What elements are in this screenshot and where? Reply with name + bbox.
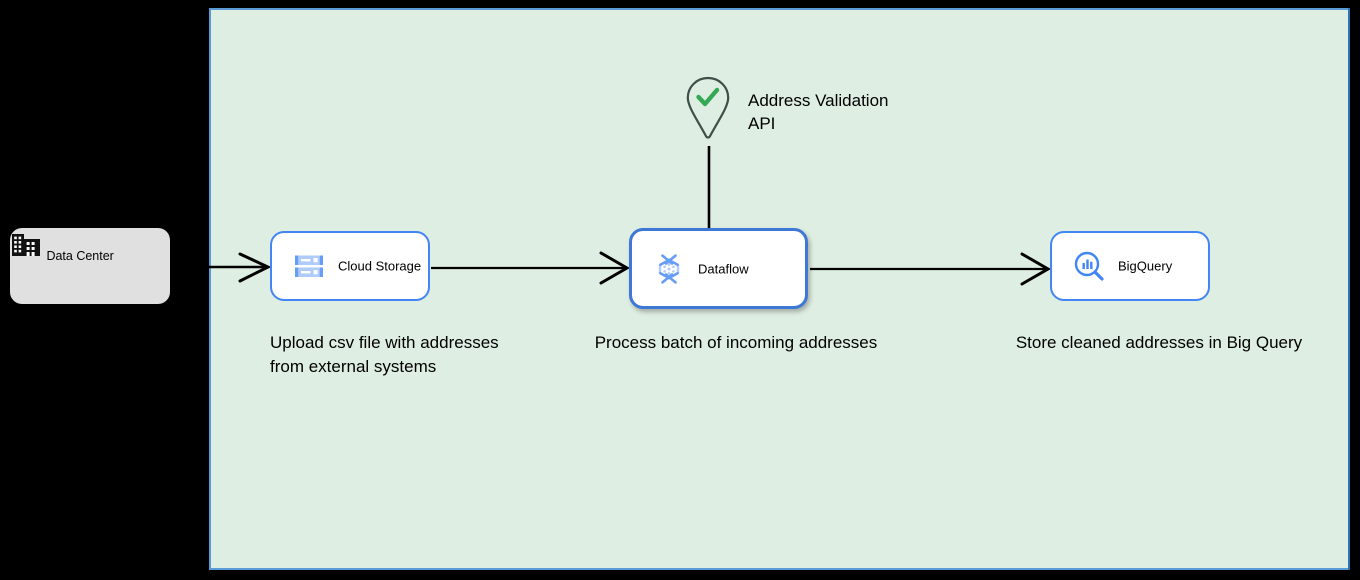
check-icon <box>696 87 720 107</box>
caption-bigquery: Store cleaned addresses in Big Query <box>1015 333 1303 352</box>
caption-cloud-storage: Upload csv file with addresses from exte… <box>270 333 499 376</box>
node-cloud-storage[interactable]: Cloud Storage <box>270 231 430 301</box>
node-cloud-storage-label: Cloud Storage <box>338 258 422 274</box>
node-bigquery-label: BigQuery <box>1118 258 1173 274</box>
node-data-center-label: Data Center <box>46 249 114 263</box>
node-dataflow[interactable]: Dataflow <box>629 228 808 309</box>
dataflow-icon <box>658 253 680 284</box>
node-bigquery[interactable]: BigQuery <box>1050 231 1210 301</box>
cloud-storage-icon <box>295 255 323 277</box>
node-dataflow-label: Dataflow <box>698 261 749 276</box>
node-data-center[interactable]: Data Center <box>10 228 170 304</box>
caption-dataflow: Process batch of incoming addresses <box>594 333 878 352</box>
bigquery-icon <box>1074 251 1104 281</box>
map-pin-check-icon[interactable] <box>685 76 731 140</box>
address-validation-api-label: Address Validation API <box>748 91 889 133</box>
building-icon <box>12 234 40 256</box>
